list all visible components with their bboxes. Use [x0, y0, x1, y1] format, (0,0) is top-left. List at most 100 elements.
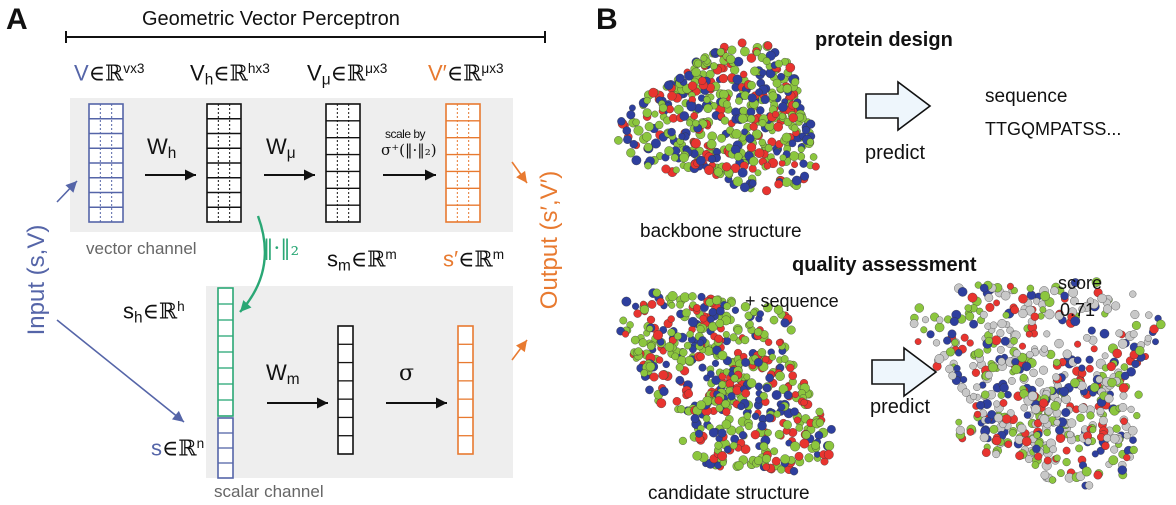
backbone-structure-molecule-atom: [811, 162, 820, 171]
vector-sprime-frame: [457, 325, 474, 455]
candidate-structure-molecule-bottom-atom: [771, 390, 782, 400]
backbone-structure-molecule-atom: [691, 67, 701, 77]
candidate-structure-molecule-bottom-atom: [751, 412, 760, 420]
scored-structure-molecule-top-atom: [943, 336, 952, 345]
candidate-structure-molecule-bottom-atom: [811, 440, 820, 450]
scored-structure-molecule-top-atom: [964, 304, 972, 312]
candidate-structure-molecule-bottom-atom: [729, 441, 738, 450]
matrix-Vmu: [325, 103, 361, 223]
candidate-structure-molecule-bottom-atom: [715, 404, 724, 413]
candidate-structure-molecule-bottom-atom: [727, 392, 736, 401]
candidate-structure-molecule-bottom-atom: [737, 402, 745, 411]
backbone-structure-molecule-atom: [710, 62, 718, 70]
scored-structure-molecule-top-atom: [960, 333, 969, 342]
scored-structure-molecule-top-atom: [1144, 334, 1152, 342]
scored-structure-molecule-top-atom: [1101, 352, 1109, 360]
scalar-channel-label: scalar channel: [214, 482, 324, 501]
backbone-structure-molecule-atom: [727, 45, 737, 55]
backbone-structure-molecule-atom: [774, 179, 783, 189]
scored-structure-molecule-top-atom: [1085, 364, 1094, 373]
candidate-structure-molecule-top-atom: [740, 335, 750, 345]
backbone-structure-molecule-atom: [617, 117, 626, 126]
backbone-structure-molecule-atom: [737, 167, 748, 178]
scored-structure-molecule-top-atom: [970, 392, 978, 400]
candidate-structure-molecule-top-atom: [754, 358, 763, 367]
gvp-title: Geometric Vector Perceptron: [142, 8, 400, 30]
candidate-structure-molecule-top-atom: [780, 318, 790, 328]
scored-structure-molecule-top-atom: [926, 330, 935, 339]
candidate-structure-molecule-top-atom: [754, 328, 763, 337]
arrow-Wm-head: [317, 397, 328, 409]
scored-structure-molecule-top-atom: [1033, 297, 1041, 305]
backbone-structure-molecule-atom: [705, 70, 715, 79]
backbone-structure-molecule-atom: [782, 84, 792, 94]
molecule-layer: [614, 38, 1166, 490]
scored-structure-molecule-top-atom: [1087, 326, 1096, 335]
backbone-structure-molecule-atom: [735, 97, 743, 105]
scored-structure-molecule-top-atom: [1120, 371, 1130, 381]
scored-structure-molecule-top-atom: [996, 329, 1005, 338]
scored-structure-molecule-top-atom: [985, 336, 993, 345]
candidate-structure-molecule-top-atom: [722, 331, 730, 338]
candidate-structure-molecule-top-atom: [658, 370, 669, 380]
candidate-structure-molecule-top-atom: [707, 315, 715, 324]
scored-structure-molecule-bottom-atom: [1129, 445, 1138, 454]
backbone-structure-molecule-atom: [801, 126, 811, 135]
backbone-structure-molecule-atom: [778, 112, 786, 120]
scored-structure-molecule-top-atom: [909, 319, 919, 328]
scored-structure-molecule-bottom-atom: [993, 413, 1003, 423]
backbone-structure-molecule-atom: [752, 129, 762, 140]
candidate-structure-molecule-bottom-atom: [780, 454, 790, 464]
scored-structure-molecule-top-atom: [967, 292, 978, 303]
predict-label-bottom: predict: [870, 396, 931, 418]
scored-structure-molecule-top-atom: [974, 348, 984, 358]
candidate-structure-molecule-top-atom: [656, 297, 665, 306]
backbone-structure-molecule-atom: [722, 100, 731, 109]
scored-structure-molecule-bottom-atom: [1055, 433, 1066, 443]
backbone-structure-molecule-atom: [806, 138, 814, 146]
backbone-structure-molecule-atom: [740, 46, 750, 57]
backbone-structure-molecule-atom: [791, 175, 802, 186]
scored-structure-molecule-top-atom: [1085, 355, 1094, 364]
candidate-structure-molecule-top-atom: [715, 319, 725, 328]
backbone-structure-molecule-atom: [730, 65, 740, 75]
candidate-structure-molecule-bottom-atom: [696, 400, 706, 410]
candidate-structure-molecule-bottom-atom: [791, 391, 799, 399]
scored-structure-molecule-bottom-atom: [992, 435, 1002, 446]
candidate-structure-molecule-top-atom: [676, 300, 684, 309]
scored-structure-molecule-top-atom: [1019, 342, 1026, 350]
arrow-input-vector: [56, 180, 78, 203]
arrow-input-scalar-head: [171, 410, 184, 422]
scored-structure-molecule-bottom-atom: [1076, 413, 1085, 422]
candidate-structure-molecule-bottom-atom: [788, 371, 797, 380]
scored-structure-molecule-bottom-atom: [1104, 394, 1114, 404]
arrow-scale-head: [425, 169, 436, 181]
candidate-structure-molecule-top-atom: [645, 361, 656, 372]
scored-structure-molecule-top-atom: [988, 362, 998, 373]
scored-structure-molecule-top-atom: [1083, 334, 1091, 342]
candidate-structure-molecule-top-atom: [775, 339, 784, 347]
scored-structure-molecule-bottom-atom: [1023, 411, 1032, 419]
scored-structure-molecule-top-atom: [1120, 363, 1129, 371]
predict-label-top: predict: [865, 142, 926, 164]
backbone-structure-molecule-atom: [760, 95, 770, 104]
scored-structure-molecule-bottom-atom: [1133, 412, 1141, 420]
backbone-structure-molecule-atom: [740, 182, 750, 193]
candidate-structure-molecule-top-atom: [668, 302, 676, 309]
scored-structure-molecule-top-atom: [1043, 330, 1051, 338]
scored-structure-molecule-top-atom: [999, 383, 1009, 393]
backbone-structure-molecule-atom: [626, 110, 636, 120]
arrow-Wmu: [264, 169, 315, 181]
scored-structure-molecule-top-atom: [1010, 337, 1018, 345]
scored-structure-molecule-bottom-atom: [1025, 455, 1033, 463]
candidate-structure-molecule-top-atom: [645, 385, 654, 395]
backbone-structure-molecule-atom: [672, 166, 680, 174]
scored-structure-molecule-top-atom: [997, 391, 1005, 399]
candidate-structure-molecule-top-atom: [764, 338, 773, 346]
protein-design-title: protein design: [815, 29, 953, 51]
scored-structure-molecule-bottom-atom: [955, 418, 963, 426]
candidate-structure-label: candidate structure: [648, 483, 810, 504]
backbone-structure-molecule-atom: [749, 122, 758, 131]
backbone-structure-molecule-atom: [623, 135, 632, 144]
backbone-structure-molecule-atom: [733, 152, 743, 161]
